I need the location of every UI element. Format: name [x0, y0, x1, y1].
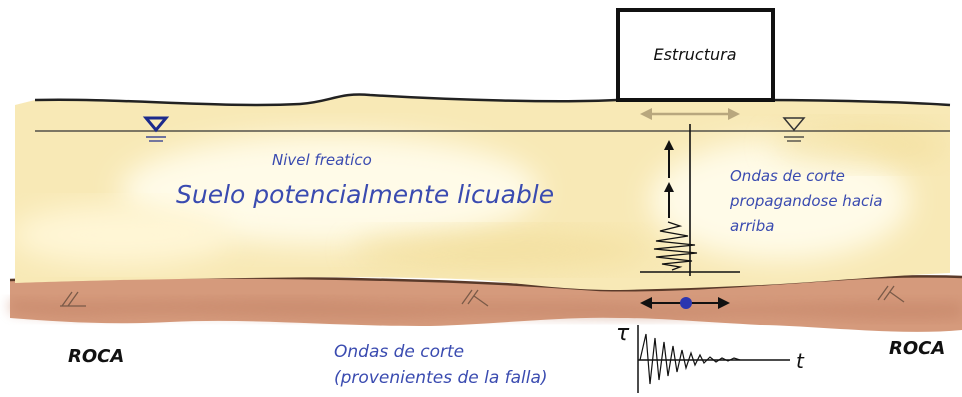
water-table-label: Nivel freatico: [272, 151, 372, 169]
rock-hatch-icon: [60, 285, 905, 307]
fault-wave-time-history: τ t: [616, 321, 805, 393]
structure-shaking-arrow: [640, 108, 740, 120]
rock-left-label: ROCA: [68, 346, 124, 367]
fault-waves-label-line2: (provenientes de la falla): [334, 368, 548, 388]
bedrock-shaking-arrow: [640, 297, 730, 309]
soil-layer: [15, 93, 951, 290]
water-table-left-icon: [142, 116, 170, 142]
tau-axis-label: τ: [616, 321, 630, 346]
upward-waves-label-line2: propagandose hacia: [729, 192, 883, 210]
upward-wave-propagation: [640, 124, 740, 276]
structure-label: Estructura: [653, 45, 736, 64]
rock-right-label: ROCA: [889, 338, 945, 359]
upward-waves-label-line3: arriba: [730, 217, 774, 235]
soil-label: Suelo potencialmente licuable: [176, 180, 554, 209]
upward-waves-label-line1: Ondas de corte: [730, 167, 845, 185]
time-axis-label: t: [796, 349, 805, 373]
fault-waves-label-line1: Ondas de corte: [334, 342, 464, 362]
water-table-right-icon: [782, 117, 806, 142]
structure: Estructura: [616, 8, 775, 102]
